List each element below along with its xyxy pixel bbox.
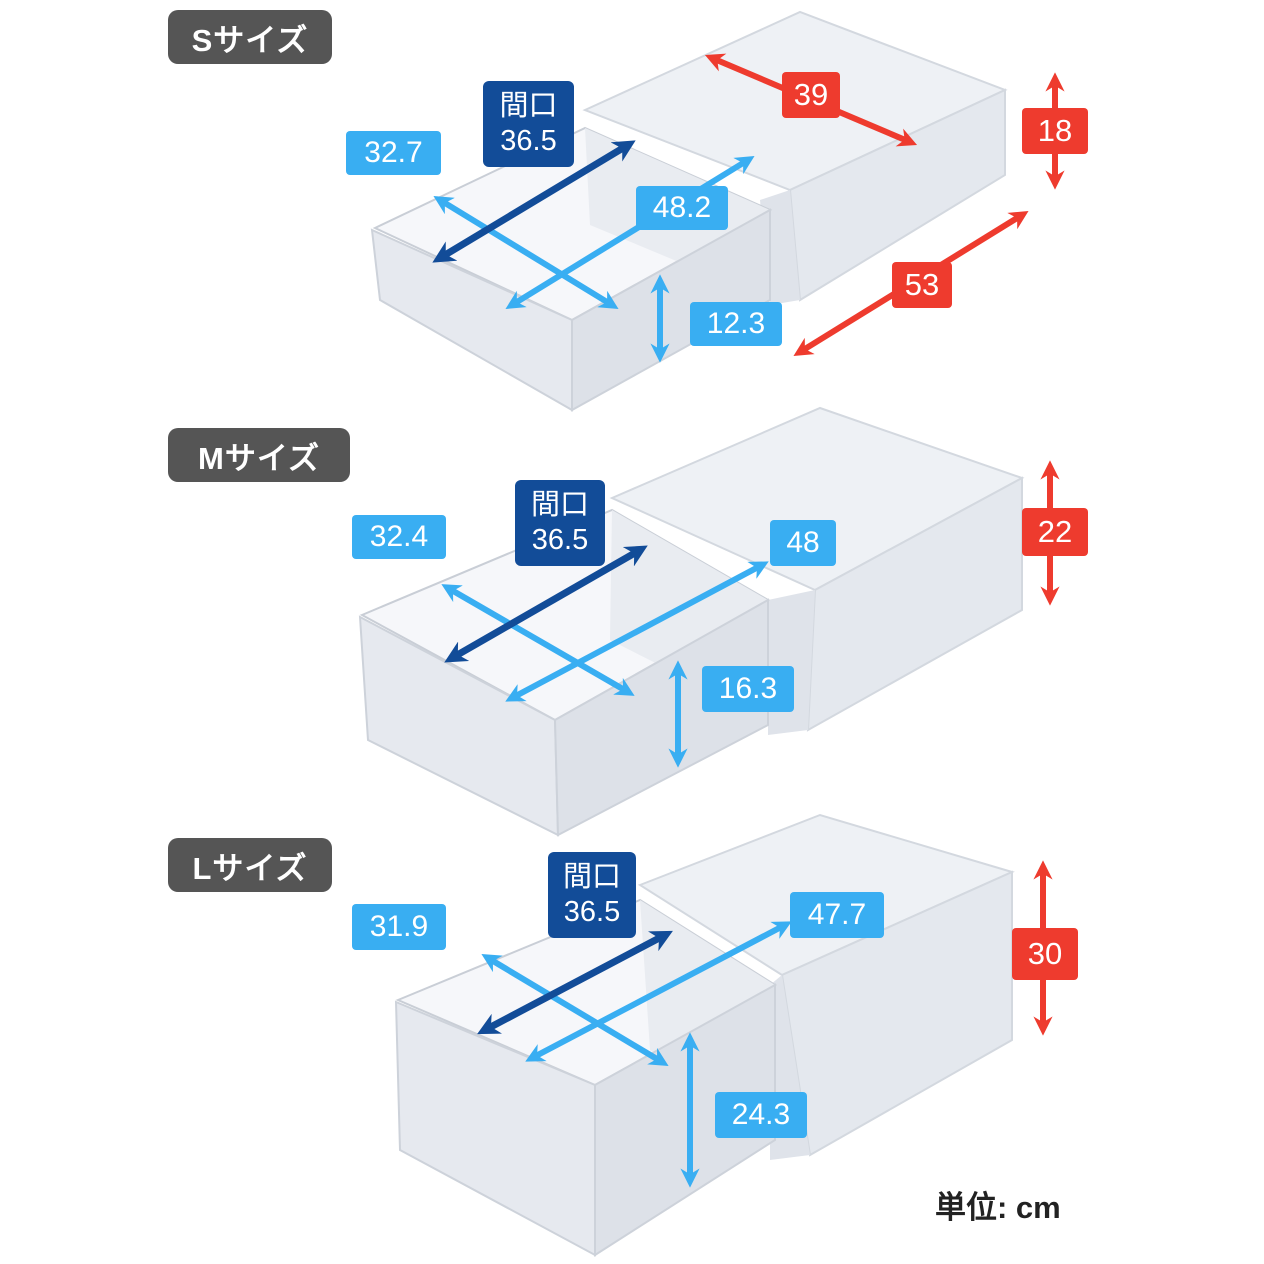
arrow-opening	[432, 140, 636, 263]
inner-depth-label-l: 47.7	[790, 892, 884, 938]
unit-note: 単位: cm	[935, 1190, 1061, 1225]
opening-label-m: 間口 36.5	[515, 480, 605, 566]
inner-height-label-l: 24.3	[715, 1092, 807, 1138]
size-tag-l: Lサイズ	[168, 838, 332, 892]
inner-width-label-m: 32.4	[352, 515, 446, 559]
inner-height-label-m: 16.3	[702, 666, 794, 712]
arrow-opening	[477, 930, 673, 1035]
case-side	[768, 590, 815, 735]
outer-height-label-m: 22	[1022, 508, 1088, 556]
opening-label-s: 間口 36.5	[483, 81, 574, 167]
size-tag-s: Sサイズ	[168, 10, 332, 64]
inner-width-label-l: 31.9	[352, 904, 446, 950]
opening-value-m: 36.5	[531, 524, 589, 556]
opening-title-m: 間口	[530, 489, 589, 522]
inner-height-label-s: 12.3	[690, 302, 782, 346]
opening-title-s: 間口	[499, 90, 558, 123]
opening-label-l: 間口 36.5	[548, 852, 636, 938]
arrow-opening	[444, 545, 648, 663]
opening-title-l: 間口	[562, 861, 621, 894]
outer-width-label-s: 39	[782, 72, 840, 118]
inner-width-label-s: 32.7	[346, 131, 441, 175]
opening-value-s: 36.5	[500, 125, 557, 157]
drawer-m	[358, 406, 1060, 837]
outer-depth-label-s: 53	[892, 262, 952, 308]
drawer-s	[370, 10, 1065, 412]
size-tag-m: Mサイズ	[168, 428, 350, 482]
outer-height-label-s: 18	[1022, 108, 1088, 154]
inner-depth-label-s: 48.2	[636, 186, 728, 230]
outer-height-label-l: 30	[1012, 928, 1078, 980]
opening-value-l: 36.5	[563, 896, 621, 928]
inner-depth-label-m: 48	[770, 520, 836, 566]
